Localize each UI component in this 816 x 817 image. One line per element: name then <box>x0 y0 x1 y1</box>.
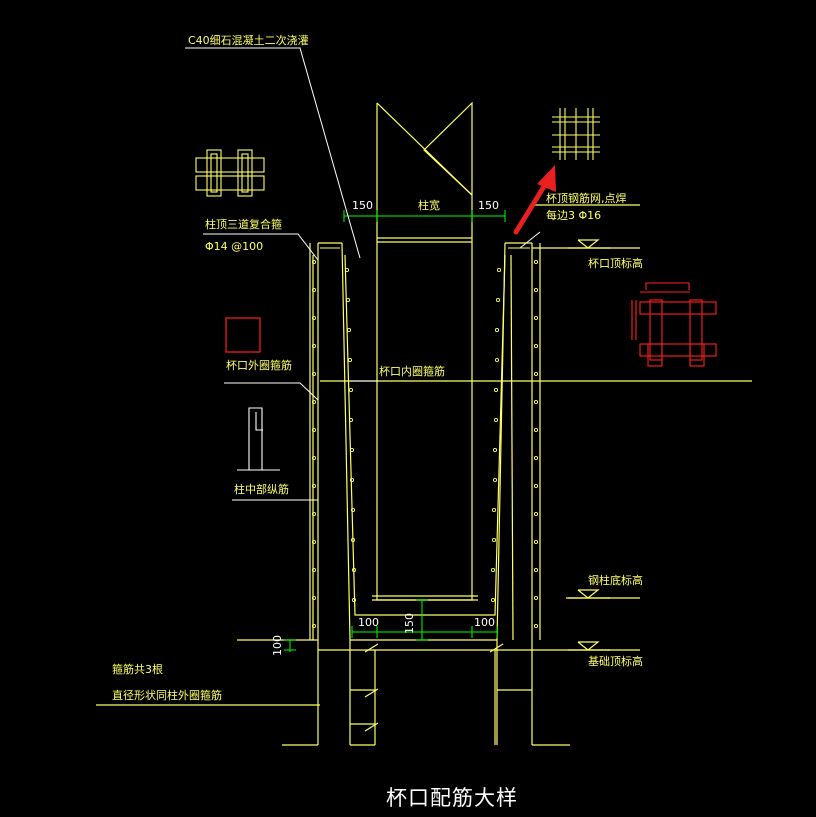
label-dim-150-left: 150 <box>352 199 373 212</box>
steel-column <box>376 101 473 601</box>
dimension-lines <box>284 210 506 652</box>
drawing-title: 杯口配筋大样 <box>386 786 518 810</box>
red-cross-stirrup-detail <box>631 282 717 367</box>
label-stirrup-diameter-note: 直径形状同柱外圈箍筋 <box>112 689 222 702</box>
label-middle-rebar: 柱中部纵筋 <box>234 483 289 496</box>
label-dim-150-bottom: 150 <box>403 613 416 634</box>
label-dim-100-left: 100 <box>358 616 379 629</box>
outer-stirrup-detail <box>225 317 261 353</box>
rebar-dots <box>311 259 539 629</box>
red-arrow <box>513 165 556 235</box>
label-dim-100-side: 100 <box>271 635 284 656</box>
label-column-width: 柱宽 <box>418 199 440 212</box>
composite-stirrup-detail <box>195 149 265 197</box>
label-foundation-top: 基础顶标高 <box>588 655 643 668</box>
label-cup-top-elevation: 杯口顶标高 <box>588 257 643 270</box>
top-mesh-detail <box>552 108 600 160</box>
label-steel-column-base: 钢柱底标高 <box>588 574 643 587</box>
label-dim-100-right: 100 <box>474 616 495 629</box>
label-outer-stirrup: 杯口外圈箍筋 <box>226 359 292 372</box>
label-inner-stirrup: 杯口内圈箍筋 <box>379 365 445 378</box>
label-stirrup-count: 箍筋共3根 <box>112 663 163 676</box>
label-mesh-spec: 每边3 Φ16 <box>546 209 602 222</box>
label-dim-150-right: 150 <box>478 199 499 212</box>
cup-wall-structure <box>96 101 752 746</box>
middle-rebar-detail <box>237 407 280 471</box>
label-composite-stirrup: 柱顶三道复合箍 <box>205 218 282 231</box>
leader-lines <box>185 47 541 501</box>
label-top-mesh: 杯顶钢筋网,点焊 <box>546 192 627 205</box>
left-wall-inner <box>341 242 351 745</box>
label-c40-grout: C40细石混凝土二次浇灌 <box>188 34 309 47</box>
label-stirrup-spec: Φ14 @100 <box>205 240 264 253</box>
